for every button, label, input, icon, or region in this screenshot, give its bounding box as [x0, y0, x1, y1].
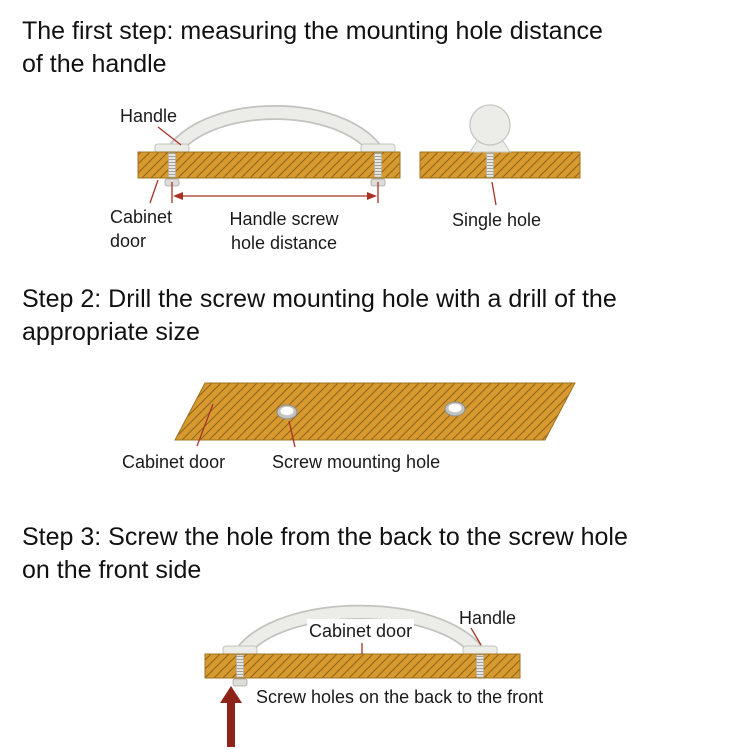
screw-distance-label: Handle screw hole distance: [229, 209, 339, 253]
screw-holes-label: Screw holes on the back to the front: [256, 687, 544, 707]
cabinet-door-label: Cabinet door: [307, 619, 415, 643]
screw-threads: [236, 654, 484, 678]
single-hole-leader-line: [491, 181, 497, 206]
cabinet-door-board: [174, 382, 576, 441]
single-hole-label: Single hole: [452, 210, 542, 230]
step1-diagram: Handle Cabinet door Handle screw hole di…: [0, 95, 750, 270]
step1-title: The first step: measuring the mounting h…: [22, 15, 742, 81]
up-arrow-icon: [220, 686, 242, 747]
step2-diagram: Cabinet door Screw mounting hole: [0, 370, 750, 490]
screw-hole-leader-line: [288, 420, 296, 448]
step3-title-line1: Step 3: Screw the hole from the back to …: [22, 523, 628, 551]
step2-title-line2: appropriate size: [22, 318, 200, 346]
handle-graphic: [154, 105, 396, 161]
knob-graphic: [469, 104, 511, 153]
cabinet-door-board: [137, 151, 401, 179]
screw-mounting-hole-label: Screw mounting hole: [272, 452, 441, 472]
step3-diagram-graphic: [204, 604, 521, 747]
leader-lines: [196, 403, 296, 448]
single-hole-board: [419, 151, 581, 179]
handle-label: Handle: [120, 106, 178, 126]
step3-diagram: Cabinet door Handle Screw holes on the b…: [0, 595, 750, 750]
cabinet-door-leader-line: [149, 179, 159, 204]
cabinet-door-label: Cabinet door: [122, 452, 226, 472]
handle-label: Handle: [459, 608, 517, 628]
cabinet-door-leader-line: [196, 403, 214, 447]
step1-title-line2: of the handle: [22, 50, 167, 78]
step2-diagram-graphic: [174, 382, 576, 448]
screw-threads: [168, 152, 494, 178]
handle-leader-line: [470, 627, 482, 646]
handle-leader-line: [157, 126, 182, 146]
step1-diagram-graphic: [137, 104, 581, 206]
leader-lines: [149, 126, 497, 206]
drilled-holes: [276, 401, 466, 420]
screw-nut: [232, 678, 248, 687]
leader-lines: [361, 627, 482, 654]
step2-title-line1: Step 2: Drill the screw mounting hole wi…: [22, 285, 617, 313]
step1-title-line1: The first step: measuring the mounting h…: [22, 17, 603, 45]
measurement-arrow: [171, 182, 379, 203]
step3-title: Step 3: Screw the hole from the back to …: [22, 521, 748, 587]
cabinet-door-board: [204, 653, 521, 679]
screw-nuts: [164, 178, 386, 187]
step3-title-line2: on the front side: [22, 556, 202, 584]
cabinet-door-label: Cabinet door: [110, 207, 173, 251]
step2-title: Step 2: Drill the screw mounting hole wi…: [22, 283, 748, 349]
